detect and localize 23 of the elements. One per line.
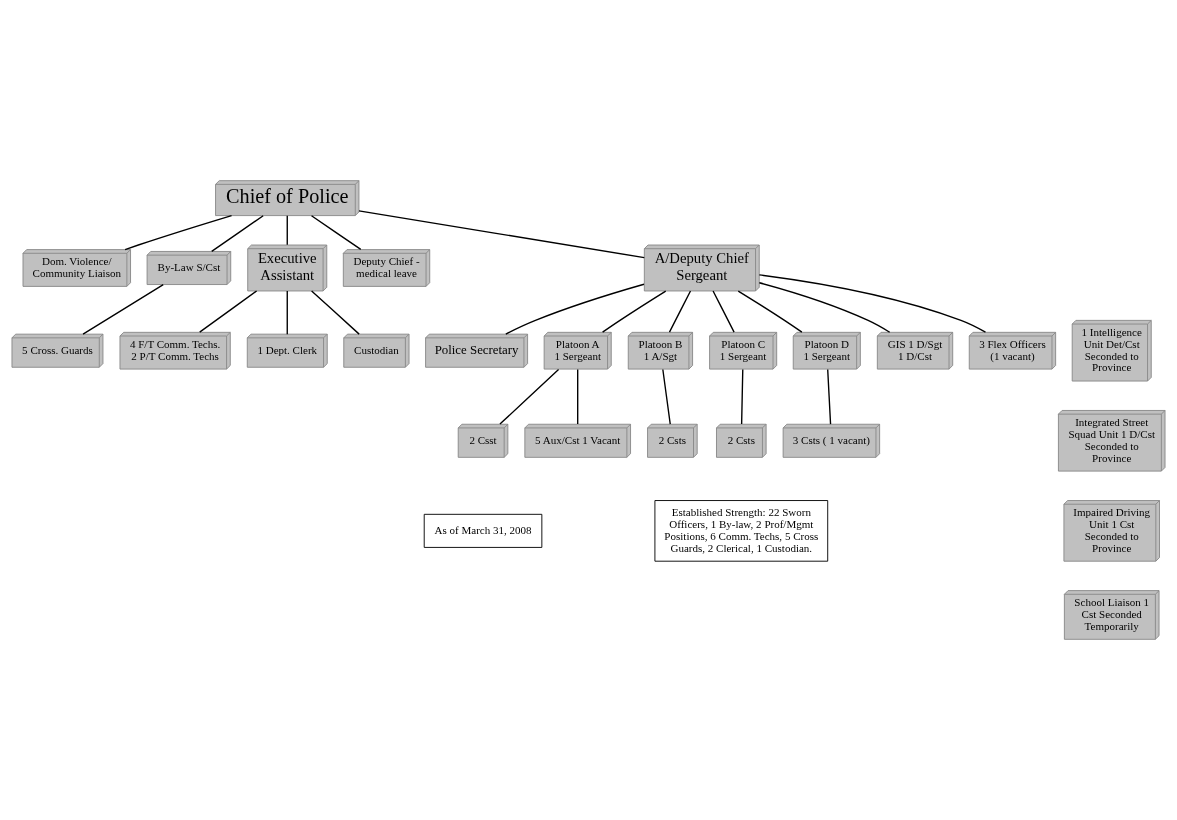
connector (82, 284, 164, 335)
connector (499, 368, 560, 425)
connector (601, 290, 667, 333)
connector (668, 290, 692, 333)
node-box: As of March 31, 2008 (423, 513, 543, 548)
connector (124, 214, 233, 251)
connector (286, 215, 288, 246)
connector (286, 290, 288, 335)
connector (758, 282, 891, 333)
connector (758, 274, 987, 333)
connector (310, 290, 360, 335)
connector (740, 368, 744, 425)
connector (577, 368, 579, 425)
connector (358, 210, 645, 259)
connector (505, 283, 645, 335)
connector (310, 215, 362, 251)
connector (662, 368, 671, 425)
connector (712, 290, 735, 333)
connector (827, 368, 832, 425)
connector (211, 215, 264, 252)
connector (199, 290, 258, 333)
node-box: Established Strength: 22 Sworn Officers, 1 By-law, 2 Prof/Mgmt Positions, 6 Comm. Techs, 5 Cross Guards, 2 Clerical, 1 Custodian. (654, 500, 829, 562)
connector (737, 290, 803, 333)
